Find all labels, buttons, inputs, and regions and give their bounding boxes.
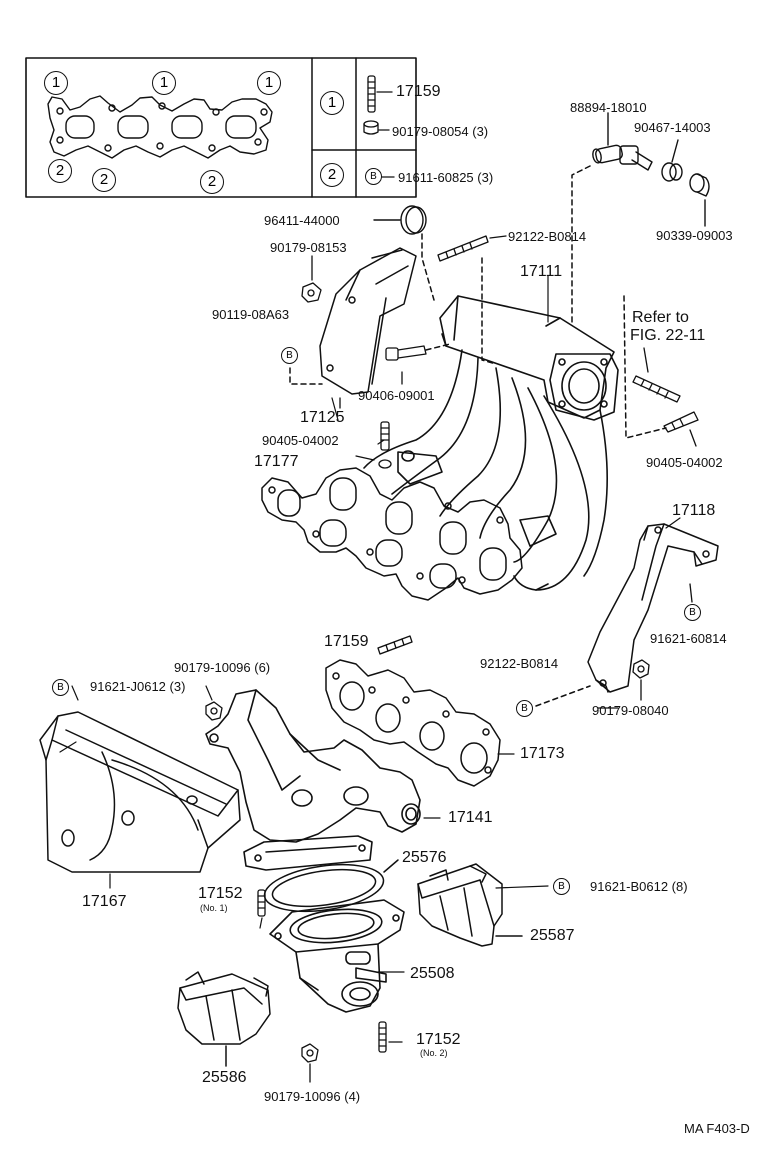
bolt-symbol-91621-60814: B bbox=[684, 604, 701, 621]
label-17141: 17141 bbox=[448, 809, 493, 826]
legend-table bbox=[26, 58, 416, 197]
stud-17152-no2 bbox=[379, 1022, 402, 1052]
label-90406-09001: 90406-09001 bbox=[358, 388, 435, 403]
heat-insulator-25586 bbox=[178, 972, 270, 1066]
label-17125: 17125 bbox=[300, 409, 345, 426]
heat-insulator-25587 bbox=[418, 864, 522, 946]
label-90119-08a63: 90119-08A63 bbox=[212, 307, 290, 322]
vacuum-fitting bbox=[592, 113, 652, 170]
leader-lines bbox=[60, 276, 680, 972]
gasket-25576 bbox=[262, 858, 398, 918]
nut-90179-10096-top bbox=[206, 702, 222, 720]
bolt-symbol-91621-j0612: B bbox=[52, 679, 69, 696]
legend-row2-marker: 2 bbox=[320, 163, 344, 187]
bolt-symbol-91621-b0612: B bbox=[553, 878, 570, 895]
legend-bolt-symbol: B bbox=[365, 168, 382, 185]
stud-90405-right bbox=[664, 412, 698, 446]
front-pipe-25508 bbox=[270, 900, 404, 1012]
stud-90405-left bbox=[379, 422, 391, 468]
bolt-symbol-92122: B bbox=[516, 700, 533, 717]
label-25508: 25508 bbox=[410, 965, 455, 982]
marker-2-mid: 2 bbox=[92, 168, 116, 192]
label-17167: 17167 bbox=[82, 893, 127, 910]
nut-90179-08153 bbox=[302, 256, 321, 302]
label-90179-08040: 90179-08040 bbox=[592, 703, 669, 718]
label-17152-no1: 17152 bbox=[198, 885, 243, 902]
stud-92122-upper bbox=[438, 236, 506, 261]
bracket-17125 bbox=[320, 248, 416, 394]
label-91621-b0612: 91621-B0612 (8) bbox=[590, 879, 688, 894]
legend-part-90179-08054: 90179-08054 (3) bbox=[392, 124, 489, 139]
label-90339-09003: 90339-09003 bbox=[656, 228, 733, 243]
figure-code: MA F403-D bbox=[684, 1121, 750, 1136]
label-17173: 17173 bbox=[520, 745, 565, 762]
label-96411-44000: 96411-44000 bbox=[264, 213, 340, 228]
label-92122-b0814-lower: 92122-B0814 bbox=[480, 656, 559, 671]
label-fig-22-11: FIG. 22-11 bbox=[630, 327, 706, 344]
marker-1-topleft: 1 bbox=[44, 71, 68, 95]
heat-insulator-17167 bbox=[40, 712, 240, 872]
label-92122-b0814-upper: 92122-B0814 bbox=[508, 229, 587, 244]
nut-90179-08040 bbox=[633, 660, 649, 700]
intake-manifold bbox=[364, 296, 618, 590]
stud-refer-fig bbox=[633, 348, 680, 402]
label-17159: 17159 bbox=[324, 633, 369, 650]
bracket-17118 bbox=[588, 524, 718, 692]
label-91621-j0612: 91621-J0612 (3) bbox=[90, 679, 186, 694]
label-17177: 17177 bbox=[254, 453, 299, 470]
marker-1-topright: 1 bbox=[257, 71, 281, 95]
label-88894-18010: 88894-18010 bbox=[570, 100, 647, 115]
legend-part-91611-60825: 91611-60825 (3) bbox=[398, 170, 494, 185]
label-90179-10096-4: 90179-10096 (4) bbox=[264, 1089, 361, 1104]
stud-17152-no1 bbox=[258, 890, 265, 916]
label-25586: 25586 bbox=[202, 1069, 247, 1086]
gasket-thumbnail bbox=[48, 96, 272, 158]
legend-nut-icon bbox=[364, 121, 389, 134]
bolt-symbol-90119: B bbox=[281, 347, 298, 364]
plug-96411 bbox=[374, 206, 426, 234]
legend-stud-icon bbox=[368, 76, 392, 112]
label-90179-10096-6: 90179-10096 (6) bbox=[174, 660, 271, 675]
gasket-17177 bbox=[262, 468, 522, 600]
hose-clamp bbox=[662, 140, 682, 181]
legend-part-17159: 17159 bbox=[396, 83, 441, 100]
label-90405-04002-left: 90405-04002 bbox=[262, 433, 339, 448]
marker-2-right: 2 bbox=[200, 170, 224, 194]
label-17152-no1-note: (No. 1) bbox=[200, 903, 228, 913]
label-90467-14003: 90467-14003 bbox=[634, 120, 711, 135]
gasket-17173 bbox=[326, 660, 500, 786]
label-25576: 25576 bbox=[402, 849, 447, 866]
label-refer-to: Refer to bbox=[632, 309, 689, 326]
label-25587: 25587 bbox=[530, 927, 575, 944]
exhaust-manifold-17141 bbox=[206, 690, 420, 870]
vacuum-cap bbox=[690, 174, 709, 226]
label-90405-04002-right: 90405-04002 bbox=[646, 455, 723, 470]
label-17152-no2: 17152 bbox=[416, 1031, 461, 1048]
label-17118: 17118 bbox=[672, 502, 716, 519]
nut-90179-10096-bottom bbox=[302, 1044, 318, 1082]
marker-1-topmid: 1 bbox=[152, 71, 176, 95]
stud-17159 bbox=[378, 636, 412, 654]
legend-row1-marker: 1 bbox=[320, 91, 344, 115]
label-91621-60814: 91621-60814 bbox=[650, 631, 727, 646]
label-90179-08153: 90179-08153 bbox=[270, 240, 347, 255]
bolt-90406 bbox=[386, 346, 426, 384]
label-17111: 17111 bbox=[520, 263, 563, 280]
label-17152-no2-note: (No. 2) bbox=[420, 1048, 448, 1058]
marker-2-left: 2 bbox=[48, 159, 72, 183]
